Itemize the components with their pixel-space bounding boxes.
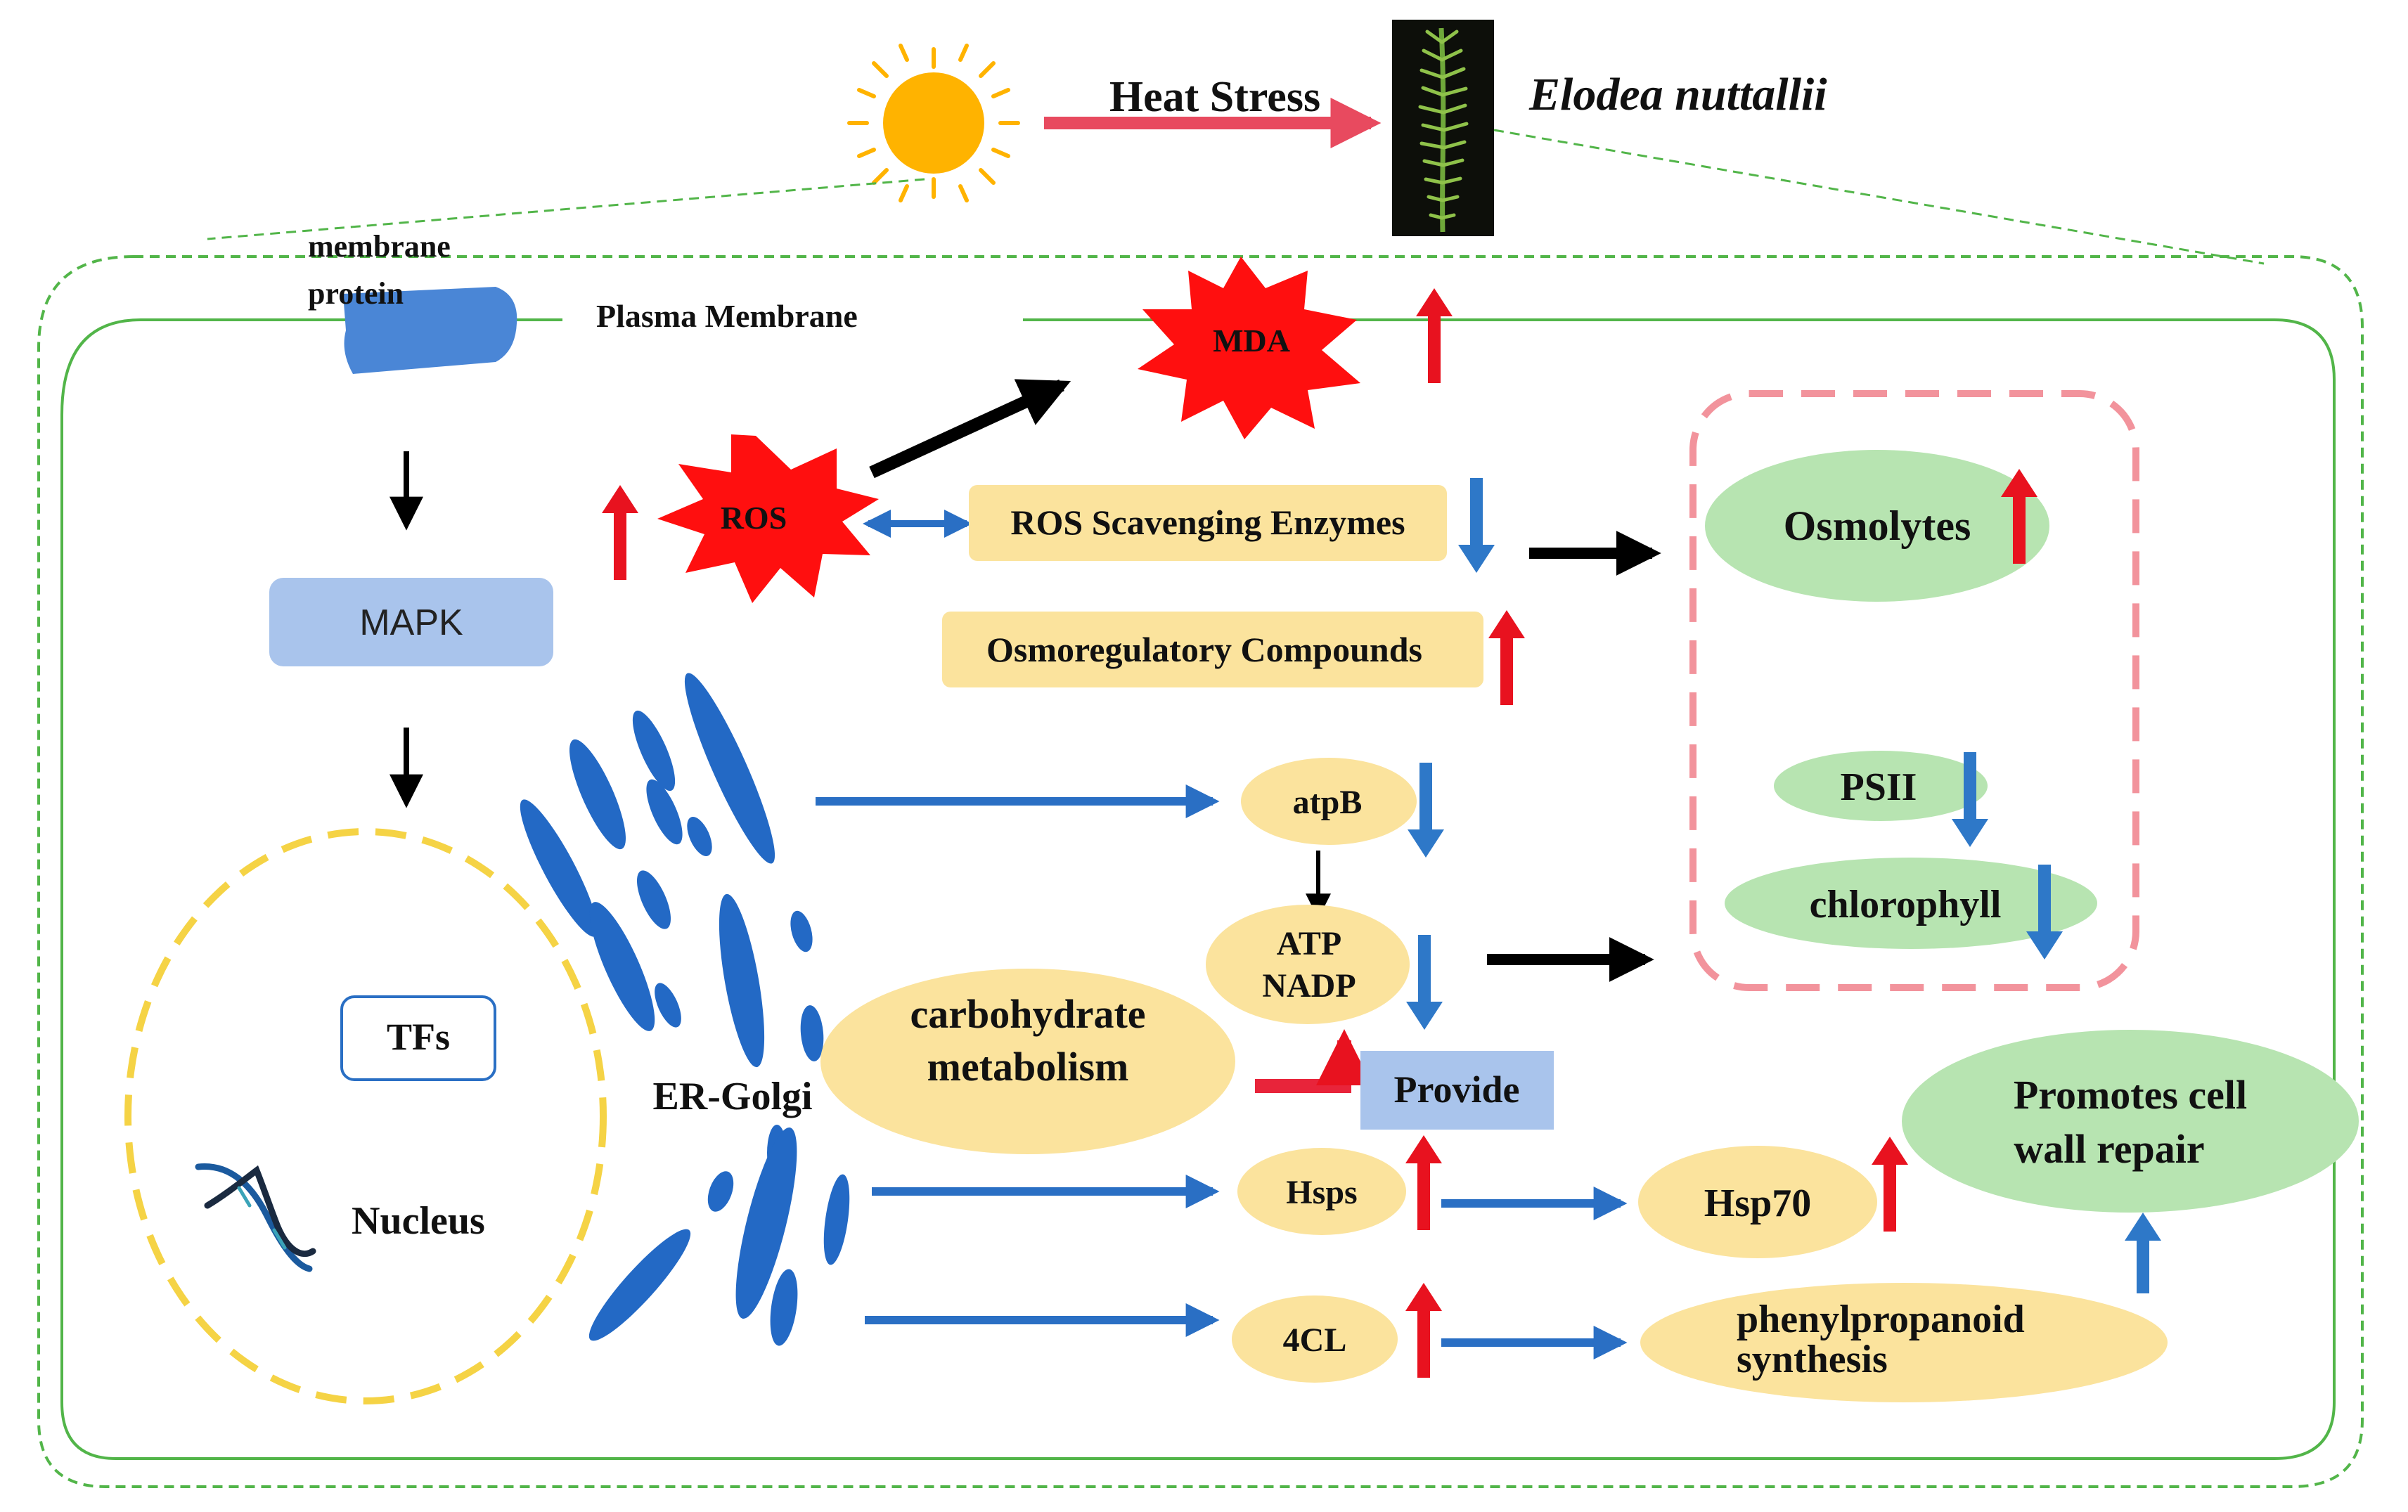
species-label: Elodea nuttallii (1528, 69, 1827, 120)
hsps-node (1237, 1148, 1406, 1235)
ros-up-arrow (602, 485, 638, 580)
plasma-membrane-label: Plasma Membrane (596, 298, 858, 334)
tfs-label: TFs (387, 1016, 450, 1058)
atp-label: ATP (1277, 925, 1341, 962)
mapk-box (269, 578, 553, 666)
dna-icon (195, 1163, 316, 1272)
ros-enzymes-label: ROS Scavenging Enzymes (1010, 503, 1405, 542)
chlorophyll-label: chlorophyll (1810, 883, 2002, 926)
heat-stress-label: Heat Stress (1109, 73, 1320, 121)
sun-icon (847, 44, 1020, 202)
provide-label: Provide (1394, 1068, 1520, 1111)
4cl-label: 4CL (1283, 1322, 1347, 1359)
ros-burst (657, 434, 879, 603)
atpb-node (1241, 758, 1417, 845)
hsp70-up-arrow (1872, 1137, 1908, 1232)
4cl-up-arrow (1405, 1283, 1442, 1378)
cell-wall-repair-label-1: Promotes cell (2014, 1072, 2247, 1118)
4cl-node (1232, 1295, 1398, 1383)
phenylpropanoid-label-2: synthesis (1737, 1338, 1888, 1381)
ros-enzymes-down-arrow (1458, 478, 1495, 573)
membrane-protein-shape (343, 287, 517, 374)
chlorophyll-node (1725, 858, 2097, 949)
cell-wall-outline (37, 255, 2364, 1488)
hsps-up-arrow (1405, 1135, 1442, 1230)
psii-label: PSII (1841, 765, 1917, 809)
mda-label: MDA (1213, 323, 1290, 358)
zoom-line-left (207, 178, 925, 240)
carbohydrate-node (820, 969, 1235, 1154)
ros-label: ROS (721, 500, 787, 536)
atp-nadp-node (1206, 905, 1410, 1024)
osmolytes-label: Osmolytes (1784, 503, 1971, 549)
mda-burst (1138, 257, 1360, 439)
nadp-label: NADP (1262, 967, 1356, 1004)
atp-down-arrow (1406, 935, 1443, 1030)
hsp70-label: Hsp70 (1704, 1182, 1812, 1225)
cell-wall-repair-node (1902, 1030, 2359, 1213)
provide-arrow (1255, 1029, 1372, 1093)
ros-enzymes-box (969, 485, 1447, 561)
er-golgi-label: ER-Golgi (652, 1075, 812, 1118)
hsp70-node (1638, 1146, 1877, 1258)
carbohydrate-label-1: carbohydrate (910, 991, 1145, 1037)
provide-box (1360, 1051, 1554, 1130)
carbohydrate-label-2: metabolism (927, 1044, 1129, 1090)
phenylpropanoid-node (1640, 1283, 2168, 1402)
osmoregulatory-box (942, 612, 1483, 687)
nucleus-outline (124, 828, 607, 1404)
zoom-line-right (1493, 129, 2265, 265)
er-golgi-organelles (520, 673, 861, 1346)
osmoregulatory-label: Osmoregulatory Compounds (986, 630, 1422, 669)
elodea-plant-photo (1392, 20, 1494, 236)
atpb-label: atpB (1293, 784, 1363, 821)
osmoregulatory-up-arrow (1488, 610, 1525, 705)
osmolytes-node (1705, 450, 2049, 602)
nucleus-label: Nucleus (352, 1199, 485, 1243)
arrow-ros-to-mda (869, 379, 1071, 479)
outcome-group-box (1689, 390, 2139, 991)
hsps-label: Hsps (1286, 1174, 1357, 1211)
cell-wall-repair-up-arrow (2125, 1213, 2161, 1293)
cell-wall-repair-label-2: wall repair (2014, 1126, 2204, 1172)
tfs-box (340, 995, 496, 1081)
psii-node (1774, 751, 1988, 821)
membrane-protein-label-2: protein (308, 276, 404, 311)
phenylpropanoid-label-1: phenylpropanoid (1737, 1298, 2025, 1341)
membrane-protein-label-1: membrane (308, 229, 451, 264)
mapk-label: MAPK (359, 602, 463, 643)
mda-up-arrow (1416, 288, 1453, 383)
